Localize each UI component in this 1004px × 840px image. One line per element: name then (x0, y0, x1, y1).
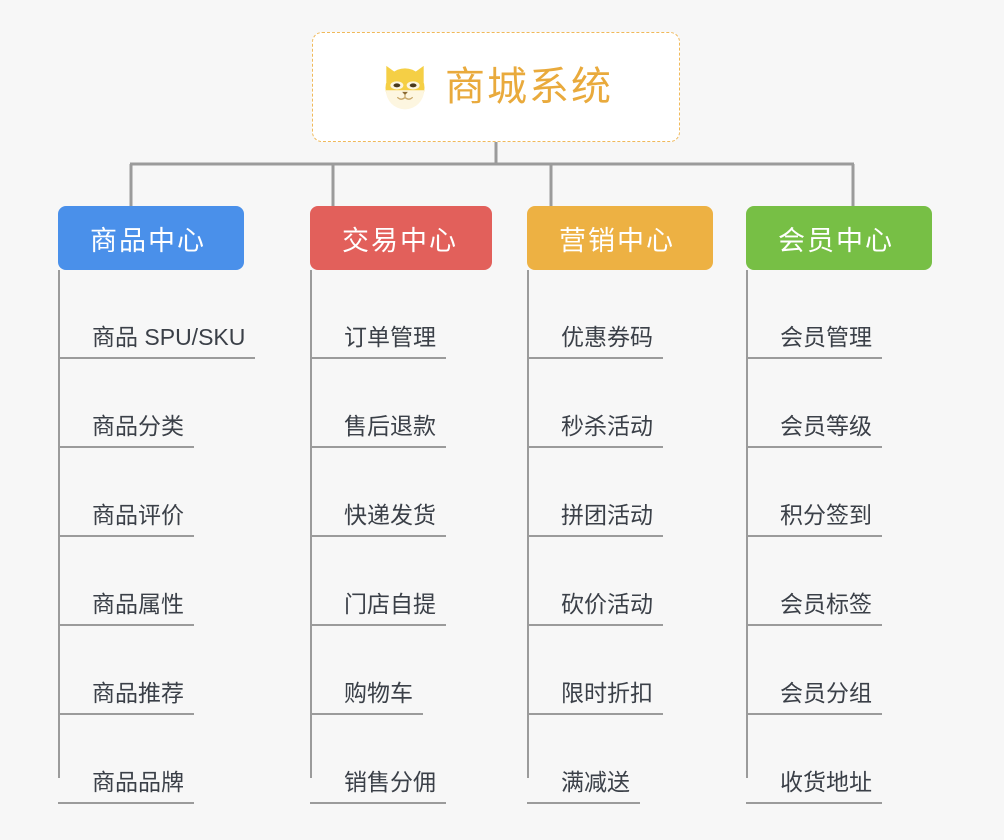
leaf-label: 商品属性 (58, 591, 194, 626)
leaf-label: 快递发货 (310, 502, 446, 537)
branch-header-marketing-center[interactable]: 营销中心 (527, 206, 713, 270)
list-item[interactable]: 优惠券码 (527, 270, 757, 359)
branch-children-marketing-center: 优惠券码 秒杀活动 拼团活动 砍价活动 限时折扣 满减送 (527, 270, 757, 804)
leaf-label: 商品 SPU/SKU (58, 324, 256, 359)
branch-trunk (58, 270, 60, 778)
list-item[interactable]: 收货地址 (746, 715, 976, 804)
list-item[interactable]: 商品 SPU/SKU (58, 270, 358, 359)
list-item[interactable]: 秒杀活动 (527, 359, 757, 448)
list-item[interactable]: 会员标签 (746, 537, 976, 626)
branch-trunk (746, 270, 748, 778)
list-item[interactable]: 拼团活动 (527, 448, 757, 537)
leaf-label: 销售分佣 (310, 769, 446, 804)
leaf-label: 优惠券码 (527, 324, 663, 359)
dog-face-icon (385, 65, 425, 110)
branch-trunk (527, 270, 529, 778)
leaf-label: 会员标签 (746, 591, 882, 626)
branch-children-product-center: 商品 SPU/SKU 商品分类 商品评价 商品属性 商品推荐 商品品牌 (58, 270, 358, 804)
list-item[interactable]: 会员管理 (746, 270, 976, 359)
branch-children-trade-center: 订单管理 售后退款 快递发货 门店自提 购物车 销售分佣 (310, 270, 540, 804)
list-item[interactable]: 商品品牌 (58, 715, 358, 804)
branch-header-trade-center[interactable]: 交易中心 (310, 206, 492, 270)
list-item[interactable]: 会员等级 (746, 359, 976, 448)
branch-member-center: 会员中心 会员管理 会员等级 积分签到 会员标签 会员分组 收货地址 (746, 206, 976, 804)
root-node[interactable]: 商城系统 (312, 32, 680, 142)
list-item[interactable]: 满减送 (527, 715, 757, 804)
leaf-label: 门店自提 (310, 591, 446, 626)
leaf-label: 商品品牌 (58, 769, 194, 804)
leaf-label: 拼团活动 (527, 502, 663, 537)
leaf-label: 秒杀活动 (527, 413, 663, 448)
leaf-label: 会员管理 (746, 324, 882, 359)
leaf-label: 会员分组 (746, 680, 882, 715)
leaf-label: 购物车 (310, 680, 423, 715)
branch-trade-center: 交易中心 订单管理 售后退款 快递发货 门店自提 购物车 销售分佣 (310, 206, 540, 804)
list-item[interactable]: 订单管理 (310, 270, 540, 359)
leaf-label: 满减送 (527, 769, 640, 804)
leaf-label: 收货地址 (746, 769, 882, 804)
leaf-label: 订单管理 (310, 324, 446, 359)
list-item[interactable]: 限时折扣 (527, 626, 757, 715)
list-item[interactable]: 会员分组 (746, 626, 976, 715)
leaf-label: 会员等级 (746, 413, 882, 448)
list-item[interactable]: 售后退款 (310, 359, 540, 448)
leaf-label: 砍价活动 (527, 591, 663, 626)
list-item[interactable]: 砍价活动 (527, 537, 757, 626)
root-title: 商城系统 (445, 65, 613, 109)
list-item[interactable]: 积分签到 (746, 448, 976, 537)
leaf-label: 商品推荐 (58, 680, 194, 715)
leaf-label: 售后退款 (310, 413, 446, 448)
branch-children-member-center: 会员管理 会员等级 积分签到 会员标签 会员分组 收货地址 (746, 270, 976, 804)
list-item[interactable]: 销售分佣 (310, 715, 540, 804)
leaf-label: 积分签到 (746, 502, 882, 537)
list-item[interactable]: 商品推荐 (58, 626, 358, 715)
branch-product-center: 商品中心 商品 SPU/SKU 商品分类 商品评价 商品属性 商品推荐 商品品牌 (58, 206, 358, 804)
list-item[interactable]: 购物车 (310, 626, 540, 715)
list-item[interactable]: 商品分类 (58, 359, 358, 448)
list-item[interactable]: 商品属性 (58, 537, 358, 626)
leaf-label: 商品分类 (58, 413, 194, 448)
leaf-label: 商品评价 (58, 502, 194, 537)
branch-header-member-center[interactable]: 会员中心 (746, 206, 932, 270)
list-item[interactable]: 商品评价 (58, 448, 358, 537)
list-item[interactable]: 快递发货 (310, 448, 540, 537)
branch-header-product-center[interactable]: 商品中心 (58, 206, 244, 270)
leaf-label: 限时折扣 (527, 680, 663, 715)
branch-trunk (310, 270, 312, 778)
list-item[interactable]: 门店自提 (310, 537, 540, 626)
branch-marketing-center: 营销中心 优惠券码 秒杀活动 拼团活动 砍价活动 限时折扣 满减送 (527, 206, 757, 804)
